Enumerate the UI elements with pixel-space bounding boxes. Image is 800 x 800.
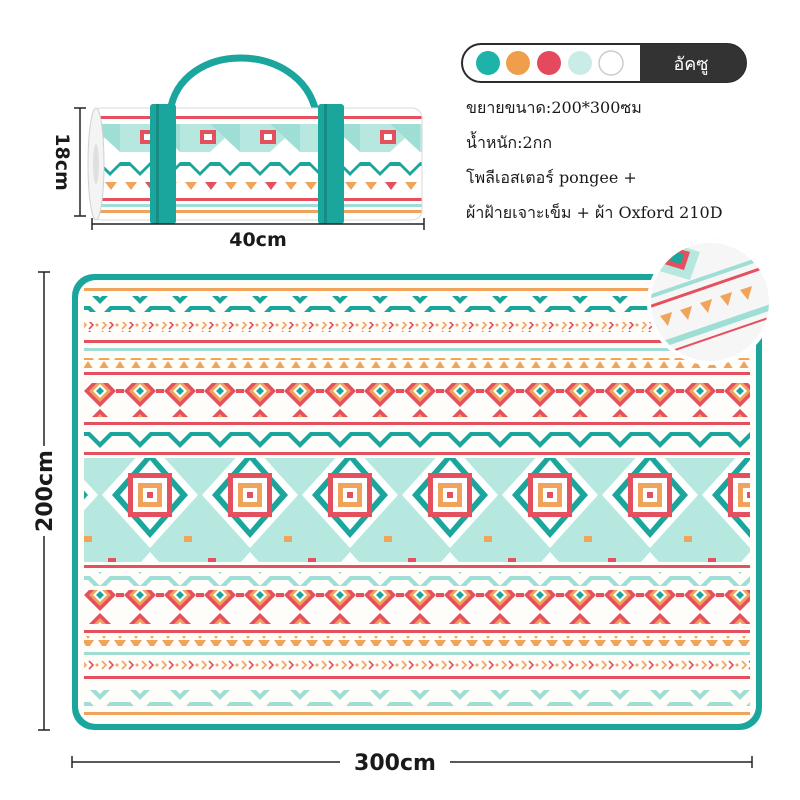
- swatch-mint[interactable]: [568, 51, 592, 75]
- mat-width-dimension: 300cm: [71, 746, 753, 778]
- spec-material-line1: โพลีเอสเตอร์ pongee +: [466, 168, 637, 187]
- fabric-zoom-detail: [647, 239, 773, 365]
- strap-left: [150, 104, 176, 224]
- product-specs: ขยายขนาด:200*300ซม น้ำหนัก:2กก โพลีเอสเต…: [466, 98, 723, 222]
- selected-color-label: อัคซู: [673, 54, 708, 75]
- mat-height-label: 200cm: [33, 450, 58, 532]
- unrolled-mat: [72, 274, 762, 730]
- swatch-teal[interactable]: [476, 51, 500, 75]
- rolled-width-label: 40cm: [229, 229, 287, 251]
- spec-material-line2: ผ้าฝ้ายเจาะเข็ม + ผ้า Oxford 210D: [466, 202, 723, 222]
- carry-handle: [166, 54, 320, 116]
- swatch-white[interactable]: [598, 50, 624, 76]
- mat-height-dimension: 200cm: [28, 271, 60, 731]
- swatch-red[interactable]: [537, 51, 561, 75]
- color-selector[interactable]: อัคซู: [461, 43, 747, 83]
- swatch-orange[interactable]: [506, 51, 530, 75]
- rolled-width-dimension: 40cm: [91, 218, 425, 251]
- rolled-height-dimension: 18cm: [51, 107, 86, 217]
- strap-right: [318, 104, 344, 224]
- rolled-mat-illustration: [87, 54, 423, 224]
- rolled-height-label: 18cm: [51, 133, 73, 191]
- mat-width-label: 300cm: [354, 751, 436, 776]
- spec-weight: น้ำหนัก:2กก: [466, 131, 552, 152]
- spec-size: ขยายขนาด:200*300ซม: [466, 98, 642, 117]
